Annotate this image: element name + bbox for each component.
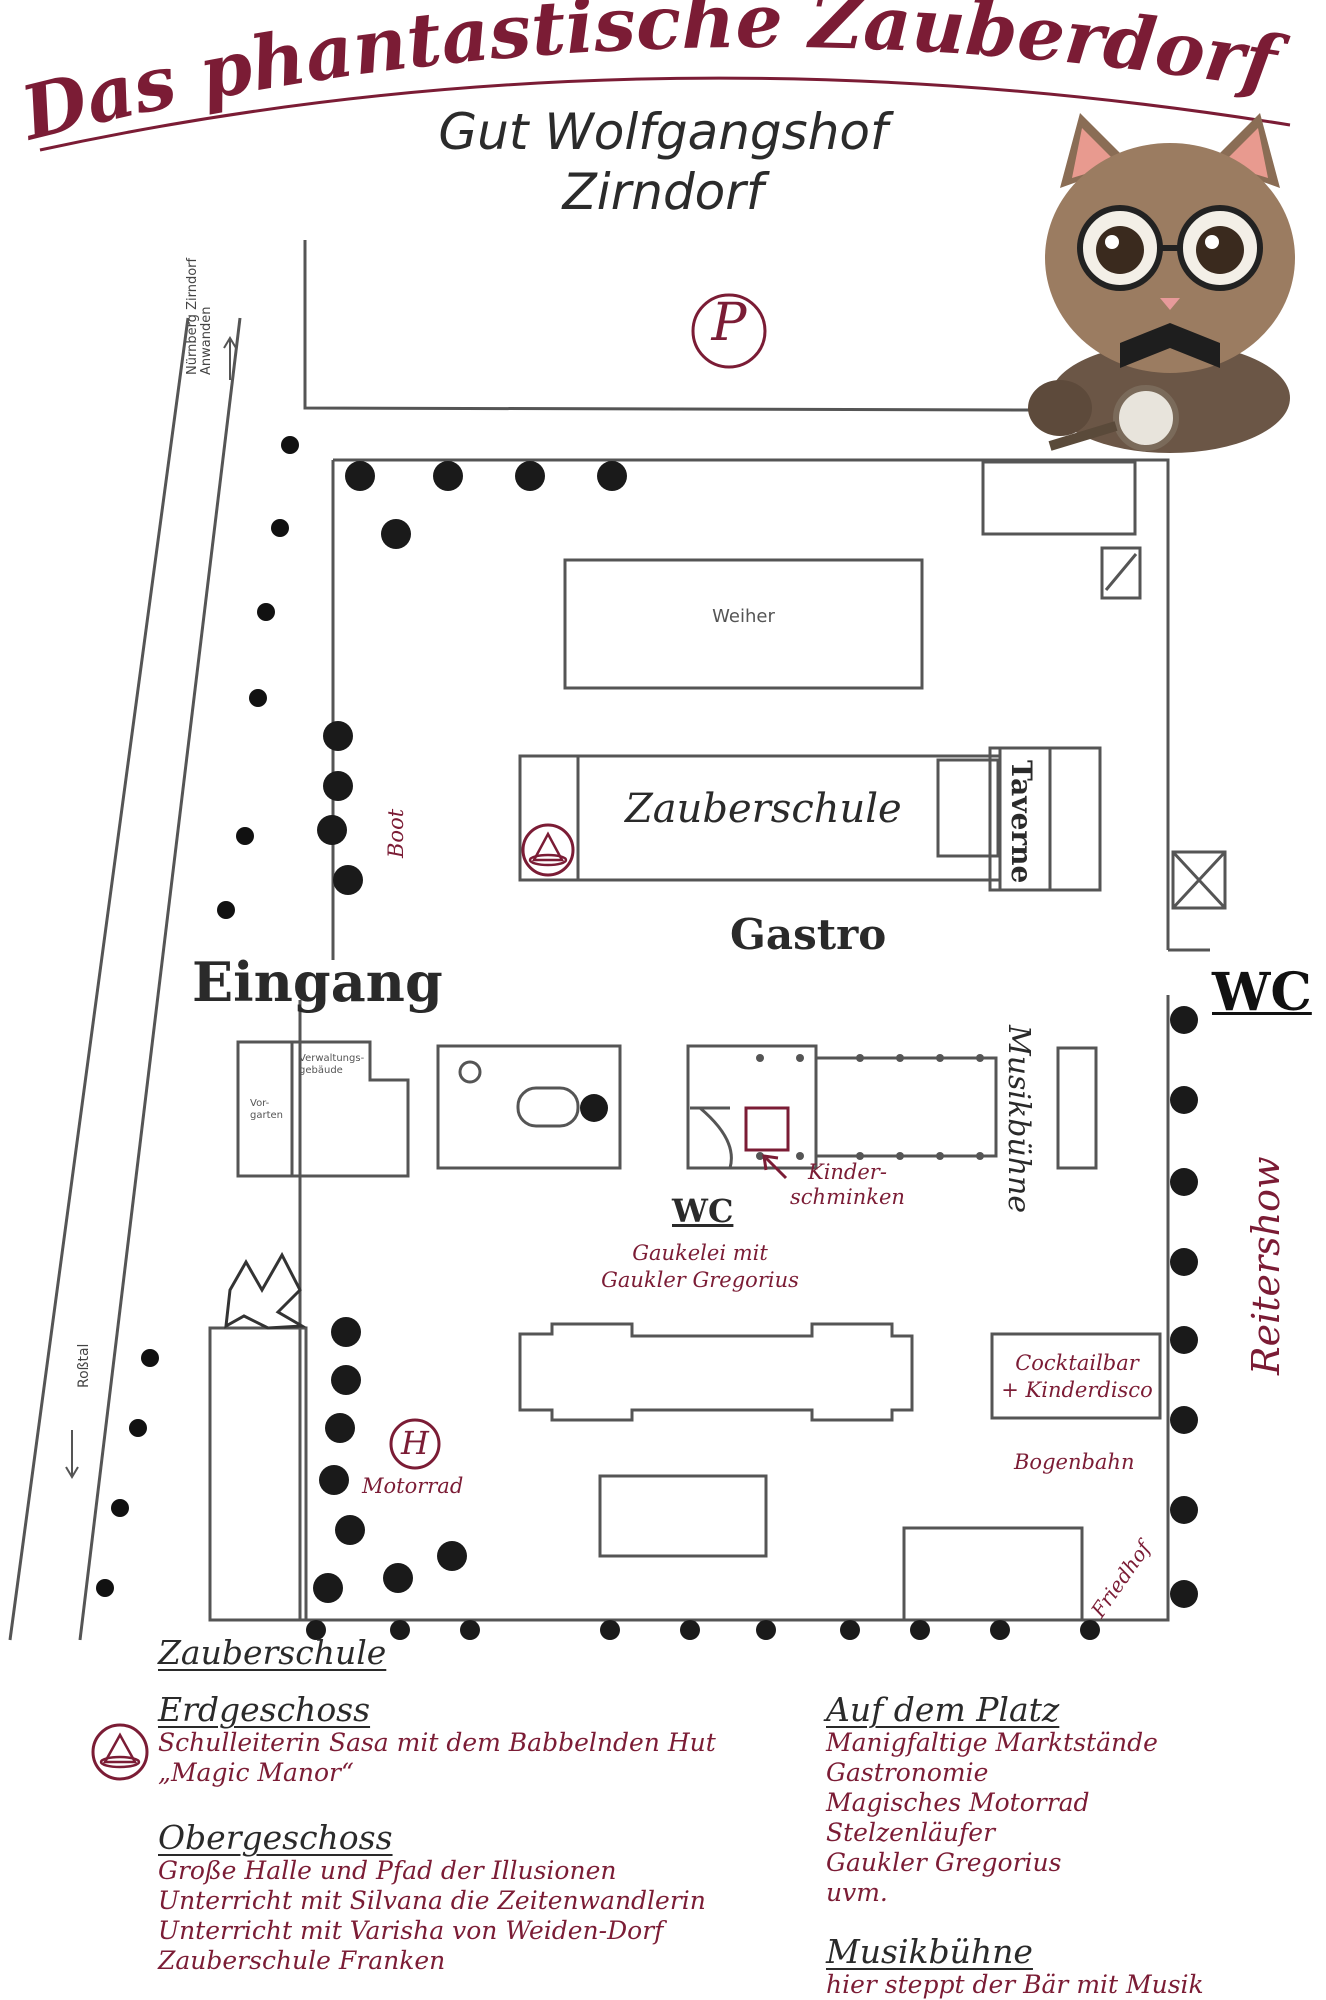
gaukelei-line1: Gaukelei mit <box>632 1241 768 1265</box>
legend-obergeschoss-list: Große Halle und Pfad der Illusionen Unte… <box>158 1856 706 1976</box>
legend-obergeschoss-item: Zauberschule Franken <box>158 1946 446 1975</box>
eingang-label: Eingang <box>192 950 443 1014</box>
cat-mascot-icon <box>1028 113 1295 453</box>
legend-erdgeschoss-item: „Magic Manor“ <box>158 1758 354 1787</box>
legend-wizard-hat-icon <box>91 1723 149 1781</box>
cocktailbar-line2: + Kinderdisco <box>1001 1378 1153 1402</box>
gaukelei-line2: Gaukler Gregorius <box>601 1268 799 1292</box>
legend-obergeschoss-item: Große Halle und Pfad der Illusionen <box>158 1856 617 1885</box>
legend-erdgeschoss-item: Schulleiterin Sasa mit dem Babbelnden Hu… <box>158 1728 716 1757</box>
wizard-hat-icon <box>521 823 575 877</box>
kinderschminken-line2: schminken <box>790 1185 905 1209</box>
gaukelei-label: Gaukelei mit Gaukler Gregorius <box>560 1240 840 1294</box>
gastro-label: Gastro <box>730 910 887 959</box>
taverne-label: Taverne <box>1005 760 1038 884</box>
legend-zauberschule-heading: Zauberschule <box>158 1633 387 1672</box>
motorrad-symbol: H <box>401 1424 429 1462</box>
subtitle-town: Zirndorf <box>562 163 764 221</box>
legend-erdgeschoss-heading: Erdgeschoss <box>158 1690 371 1729</box>
legend-platz-item: Magisches Motorrad <box>826 1788 1090 1817</box>
boot-label: Boot <box>384 808 408 858</box>
kinderschminken-line1: Kinder- <box>808 1160 887 1184</box>
cocktailbar-label: Cocktailbar + Kinderdisco <box>994 1350 1160 1404</box>
subtitle-location: Gut Wolfgangshof <box>438 103 888 161</box>
legend-erdgeschoss-list: Schulleiterin Sasa mit dem Babbelnden Hu… <box>158 1728 716 1788</box>
legend-musik-item: hier steppt der Bär mit Musik <box>826 1970 1204 1999</box>
parking-symbol: P <box>711 293 747 353</box>
pond-label: Weiher <box>712 606 775 627</box>
legend-platz-item: Manigfaltige Marktstände <box>826 1728 1158 1757</box>
legend-platz-item: Stelzenläufer <box>826 1818 996 1847</box>
road-bottom-label: Roßtal <box>76 1343 92 1388</box>
legend-obergeschoss-item: Unterricht mit Silvana die Zeitenwandler… <box>158 1886 706 1915</box>
musikbuehne-label: Musikbühne <box>1001 1025 1036 1214</box>
bogenbahn-label: Bogenbahn <box>1014 1450 1135 1474</box>
vorgarten-label: Vor-garten <box>250 1098 283 1121</box>
legend-obergeschoss-heading: Obergeschoss <box>158 1818 393 1857</box>
wc-right-label: WC <box>1212 962 1312 1023</box>
motorrad-label: Motorrad <box>362 1474 464 1498</box>
road-top-label: Nürnberg Zirndorf Anwanden <box>185 257 214 375</box>
cocktailbar-line1: Cocktailbar <box>1015 1351 1139 1375</box>
wc-center-label: WC <box>672 1192 734 1230</box>
legend-platz-item: uvm. <box>826 1878 888 1907</box>
legend-obergeschoss-item: Unterricht mit Varisha von Weiden-Dorf <box>158 1916 664 1945</box>
legend-platz-item: Gastronomie <box>826 1758 989 1787</box>
legend-platz-item: Gaukler Gregorius <box>826 1848 1062 1877</box>
verwaltung-label: Verwaltungs-gebäude <box>299 1053 365 1076</box>
legend-platz-list: Manigfaltige Marktstände Gastronomie Mag… <box>826 1728 1158 1908</box>
kinderschminken-label: Kinder- schminken <box>790 1160 905 1210</box>
legend-musik-heading: Musikbühne <box>826 1932 1033 1971</box>
legend-platz-heading: Auf dem Platz <box>826 1690 1060 1729</box>
reitershow-label: Reitershow <box>1244 1156 1288 1375</box>
zauberschule-label: Zauberschule <box>625 786 902 832</box>
legend-musik-list: hier steppt der Bär mit Musik <box>826 1970 1204 2000</box>
